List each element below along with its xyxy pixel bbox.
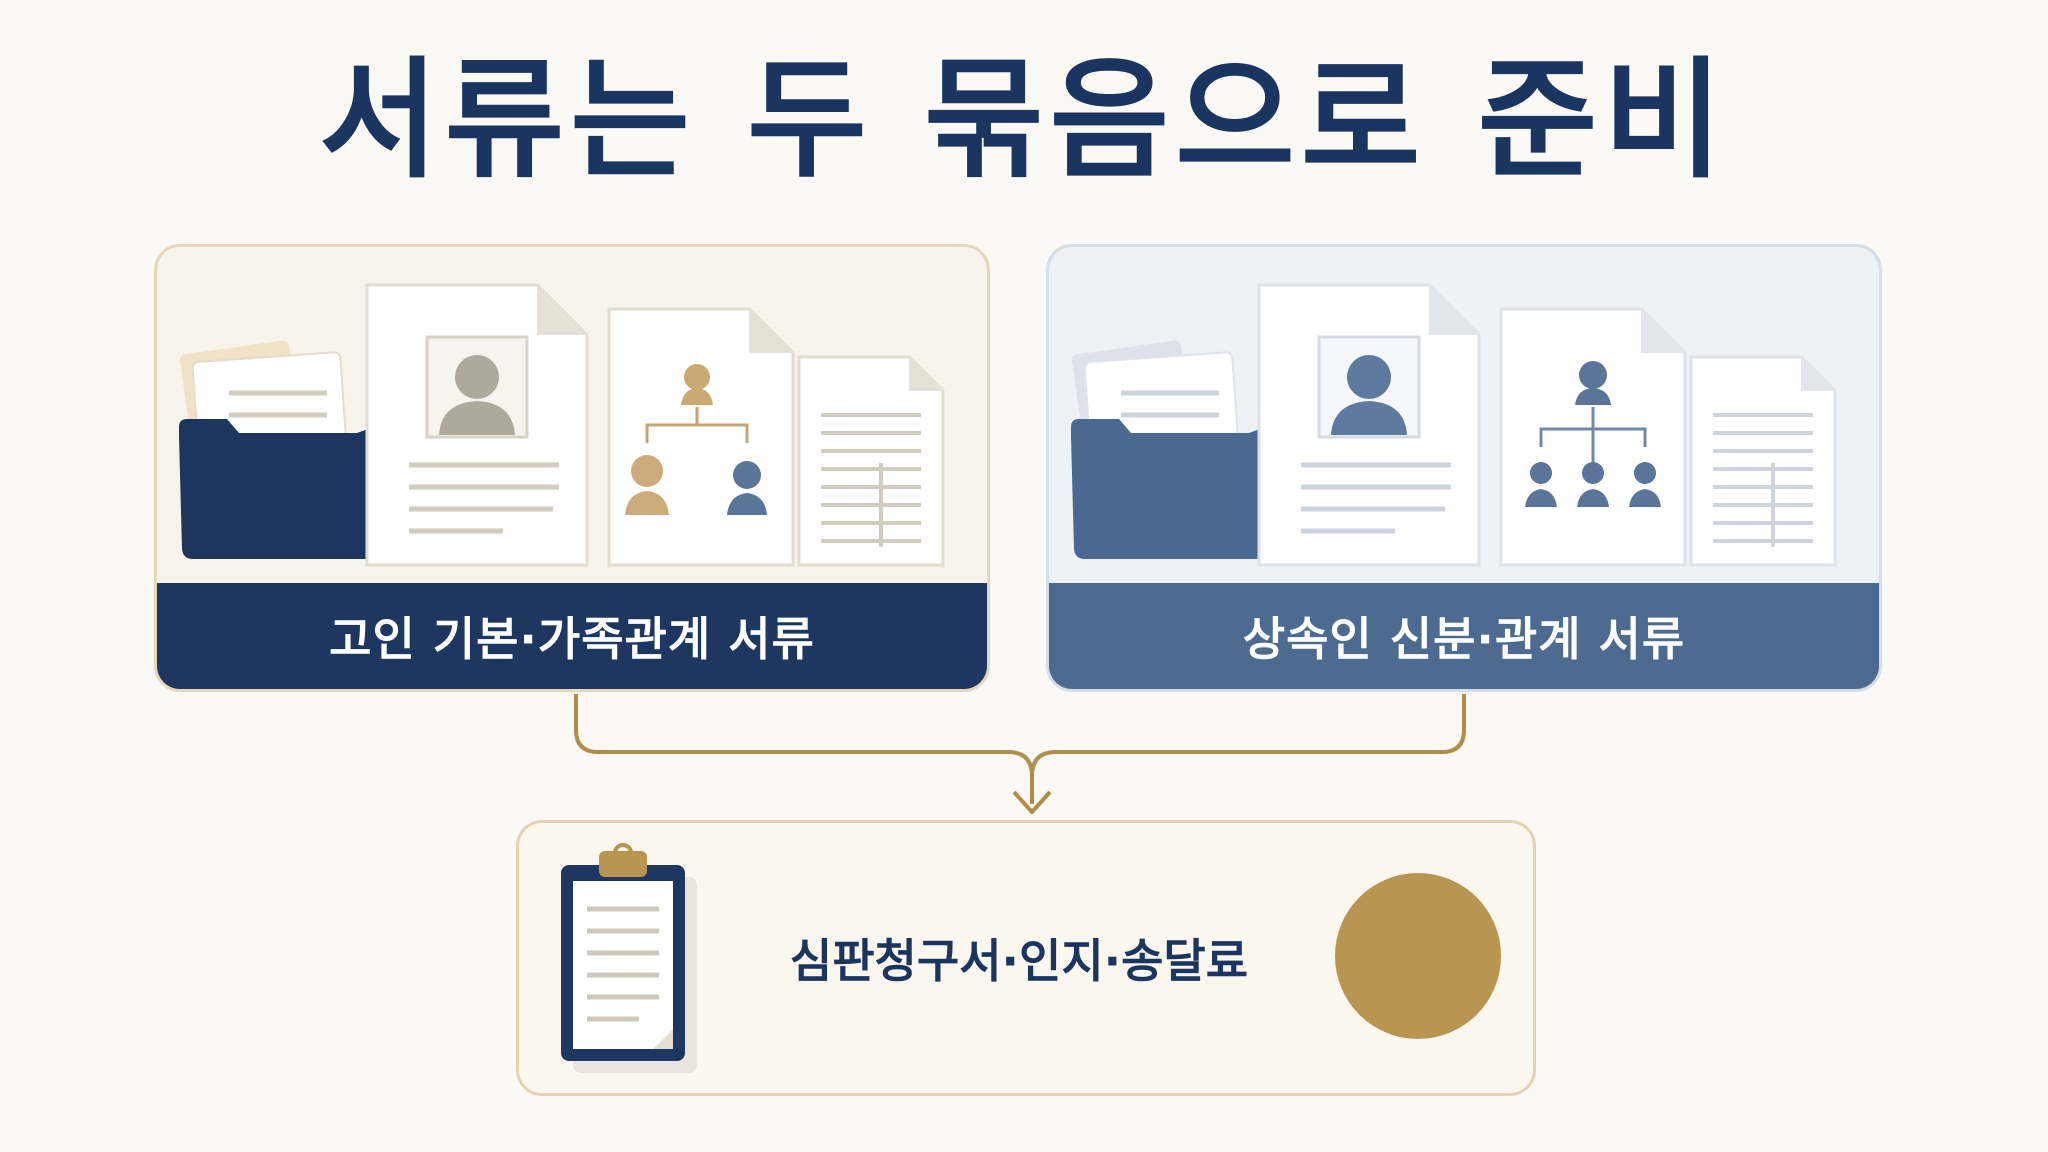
family-tree-document-icon [607, 307, 795, 567]
folder-icon [179, 340, 387, 559]
clipboard-icon [561, 843, 697, 1073]
heir-documents-illustration [1071, 283, 1837, 567]
heir-documents-card: 상속인 신분·관계 서류 [1046, 244, 1882, 692]
petition-documents-label: 심판청구서·인지·송달료 [789, 934, 1249, 988]
deceased-documents-illustration [179, 283, 945, 567]
deceased-documents-card: 고인 기본·가족관계 서류 [154, 244, 990, 692]
id-document-icon [365, 283, 589, 567]
petition-documents-box: 심판청구서·인지·송달료 [516, 820, 1536, 1096]
register-document-icon [1689, 355, 1837, 567]
heir-documents-label: 상속인 신분·관계 서류 [1049, 583, 1879, 689]
folder-icon [1071, 340, 1279, 559]
family-tree-document-icon [1499, 307, 1687, 567]
seal-stamp-icon [1335, 873, 1501, 1039]
id-document-icon [1257, 283, 1481, 567]
deceased-documents-label: 고인 기본·가족관계 서류 [157, 583, 987, 689]
register-document-icon [797, 355, 945, 567]
page-title: 서류는 두 묶음으로 준비 [319, 44, 1729, 196]
arrow-down-icon [1012, 790, 1052, 814]
